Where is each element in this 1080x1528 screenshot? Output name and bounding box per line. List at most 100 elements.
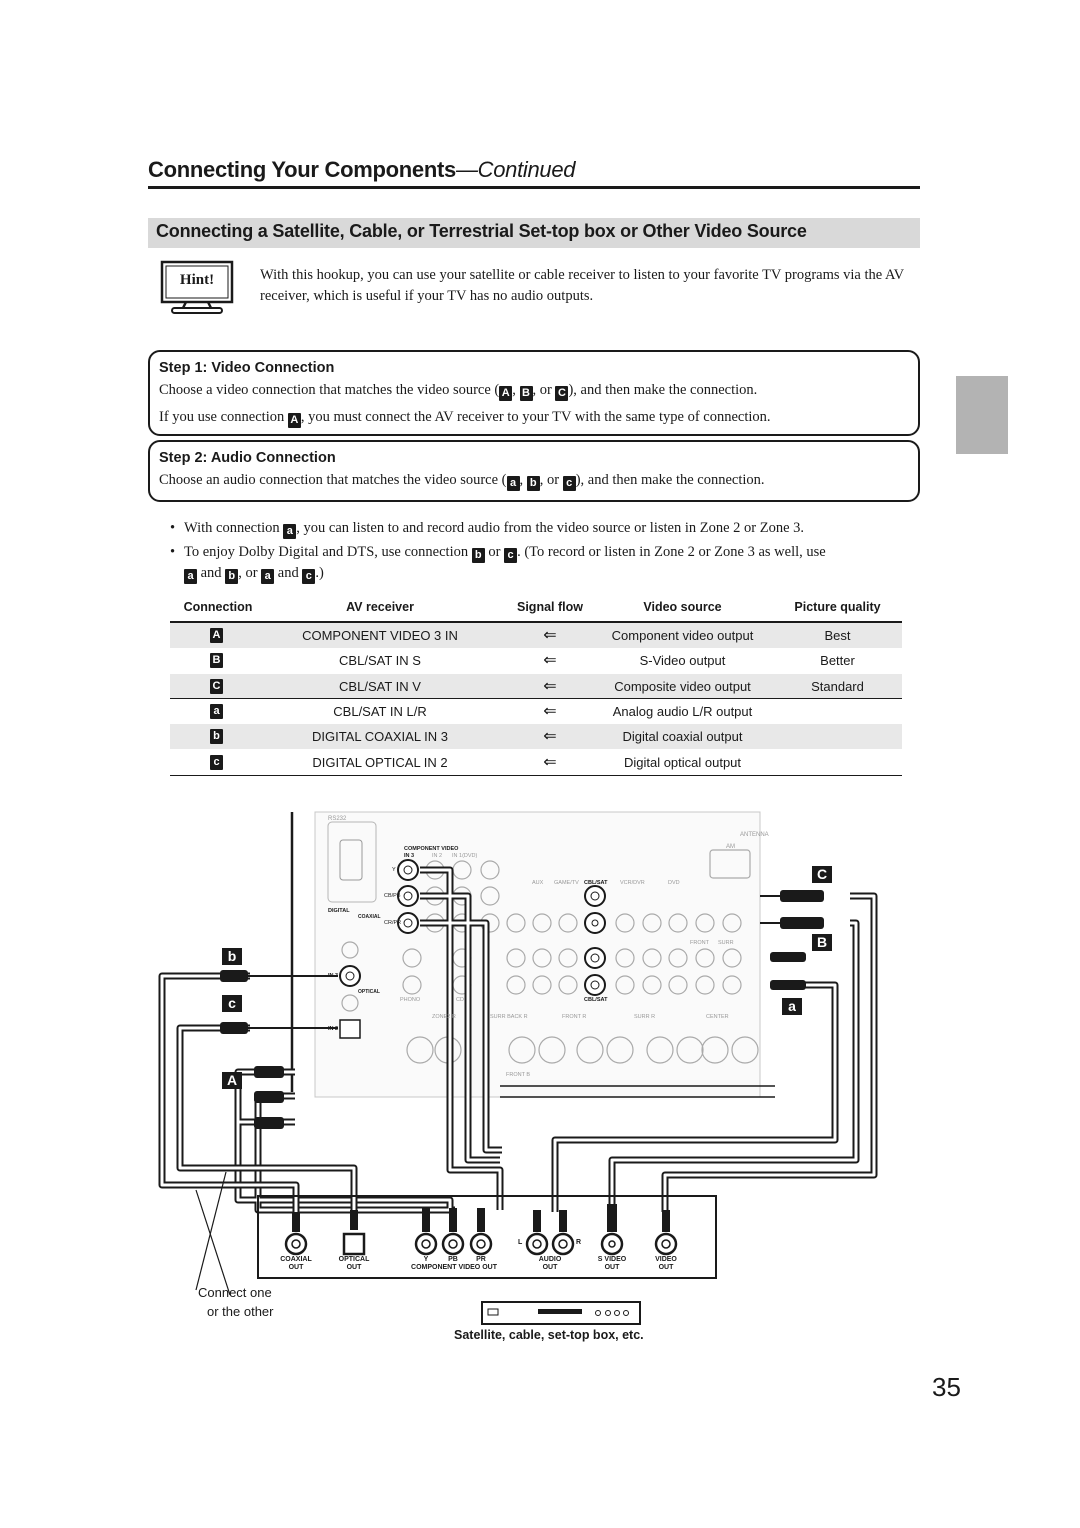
- src-video-label: VIDEO: [655, 1256, 677, 1263]
- table-signal-flow-cell: ⇐: [543, 702, 557, 720]
- step2-heading: Step 2: Audio Connection: [159, 450, 336, 466]
- src-pb-label: PB: [448, 1256, 458, 1263]
- front-label: FRONT: [690, 940, 709, 946]
- key-A: A: [287, 413, 301, 428]
- table-picture-quality-cell: Best: [824, 628, 851, 643]
- label-a: a: [782, 998, 802, 1015]
- key-c: c: [302, 569, 316, 584]
- src-l-label: L: [518, 1239, 523, 1246]
- src-optical-label: OPTICAL: [338, 1256, 370, 1263]
- src-svideo-label: S VIDEO: [597, 1256, 627, 1263]
- table-header-video-source: Video source: [643, 600, 722, 614]
- key-B: B: [519, 386, 533, 401]
- table-top-rule: [170, 621, 902, 623]
- table-header-signal-flow: Signal flow: [517, 600, 583, 614]
- src-audio-out-label: OUT: [542, 1264, 558, 1271]
- rs232-label: RS232: [328, 816, 347, 822]
- or-the-other-label: or the other: [207, 1304, 274, 1319]
- aux-label: AUX: [532, 880, 544, 886]
- front-b-label: FRONT B: [506, 1072, 531, 1078]
- key-c: c: [504, 548, 518, 563]
- hint-text: With this hookup, you can use your satel…: [260, 267, 904, 304]
- table-bottom-rule: [170, 774, 902, 777]
- table-mid-rule: [170, 698, 902, 700]
- title-bar: Connecting a Satellite, Cable, or Terres…: [148, 218, 920, 248]
- table-video-source-cell: S-Video output: [639, 653, 726, 669]
- cbl-sat-label-top: CBL/SAT: [584, 880, 608, 886]
- table-picture-quality-cell: Better: [820, 653, 855, 669]
- table-video-source-cell: Composite video output: [614, 678, 751, 694]
- zone2-r-label: ZONE2 R: [432, 1014, 456, 1020]
- label-B: B: [812, 934, 832, 951]
- key-C: C: [555, 386, 569, 401]
- table-video-source-cell: Component video output: [611, 628, 754, 643]
- side-tab: [956, 376, 1008, 454]
- table-row: C CBL/SAT IN V ⇐ Composite video output Stan…: [170, 673, 902, 699]
- table-header-picture-quality: Picture quality: [794, 600, 881, 614]
- step1-line1: Choose a video connection that matches t…: [159, 382, 758, 401]
- label-b: b: [222, 948, 242, 965]
- table-av-receiver-cell: COMPONENT VIDEO 3 IN: [302, 628, 458, 643]
- component-in1-label: IN 1(DVD): [452, 853, 478, 859]
- src-component-out-label: COMPONENT VIDEO OUT: [411, 1264, 497, 1271]
- step2-line1: Choose an audio connection that matches …: [159, 472, 765, 491]
- table-connection-key: c: [210, 754, 223, 770]
- table-signal-flow-cell: ⇐: [543, 652, 557, 670]
- connect-one-label: Connect one: [198, 1285, 272, 1300]
- hint-badge-label: Hint!: [179, 272, 215, 288]
- table-signal-flow-cell: ⇐: [543, 728, 557, 746]
- table-picture-quality-cell: Standard: [811, 678, 864, 694]
- table-av-receiver-cell: DIGITAL COAXIAL IN 3: [311, 729, 449, 745]
- table-signal-flow-cell: ⇐: [543, 627, 557, 644]
- key-b: b: [225, 569, 239, 584]
- table-connection-key: C: [210, 678, 223, 694]
- table-connection-key: A: [210, 628, 223, 643]
- table-connection-key: a: [210, 703, 223, 719]
- key-A: A: [499, 386, 513, 401]
- table-av-receiver-cell: DIGITAL OPTICAL IN 2: [312, 754, 448, 770]
- table-video-source-cell: Digital coaxial output: [622, 729, 743, 745]
- surr-back-r-label: SURR BACK R: [490, 1014, 528, 1020]
- front-r-label: FRONT R: [562, 1014, 587, 1020]
- src-coaxial-out-label: OUT: [288, 1264, 304, 1271]
- table-av-receiver-cell: CBL/SAT IN L/R: [333, 703, 427, 719]
- step1-line2: If you use connection A, you must connec…: [159, 409, 771, 428]
- table-av-receiver-cell: CBL/SAT IN V: [339, 678, 421, 694]
- src-y-label: Y: [423, 1256, 429, 1263]
- label-c: c: [222, 995, 242, 1012]
- y-label: Y: [392, 867, 396, 873]
- label-A: A: [222, 1072, 242, 1089]
- key-c: c: [562, 476, 576, 491]
- page-title: Connecting a Satellite, Cable, or Terres…: [156, 221, 807, 241]
- page-number: 35: [932, 1372, 961, 1402]
- key-b: b: [471, 548, 485, 563]
- digital-label: DIGITAL: [328, 908, 350, 914]
- vcr-dvr-label: VCR/DVR: [620, 880, 645, 886]
- component-video-label: COMPONENT VIDEO: [404, 846, 459, 852]
- src-optical-out-label: OUT: [346, 1264, 362, 1271]
- optical-label: OPTICAL: [358, 989, 380, 995]
- src-coaxial-label: COAXIAL: [280, 1256, 312, 1263]
- diagram-drawing: [158, 811, 878, 1325]
- table-header-av-receiver: AV receiver: [346, 600, 414, 614]
- game-tv-label: GAME/TV: [554, 880, 579, 886]
- table-signal-flow-cell: ⇐: [543, 677, 557, 695]
- component-in3-label: IN 3: [404, 853, 415, 859]
- table-row: c DIGITAL OPTICAL IN 2 ⇐ Digital optical ou…: [170, 750, 902, 775]
- section-heading: Connecting Your Components—Continued: [148, 157, 576, 183]
- key-a: a: [283, 524, 297, 539]
- table-signal-flow-cell: ⇐: [543, 753, 557, 771]
- cb-label: CB/PB: [384, 893, 401, 899]
- center-label: CENTER: [706, 1014, 729, 1020]
- phono-label: PHONO: [400, 997, 421, 1003]
- src-audio-label: AUDIO: [538, 1256, 562, 1263]
- header-rule: [148, 186, 920, 189]
- table-video-source-cell: Digital optical output: [623, 754, 742, 770]
- table-connection-key: B: [210, 653, 223, 669]
- src-r-label: R: [576, 1239, 582, 1246]
- step2-box: Step 2: Audio Connection Choose an audio…: [148, 440, 920, 502]
- coaxial-label: COAXIAL: [358, 914, 381, 920]
